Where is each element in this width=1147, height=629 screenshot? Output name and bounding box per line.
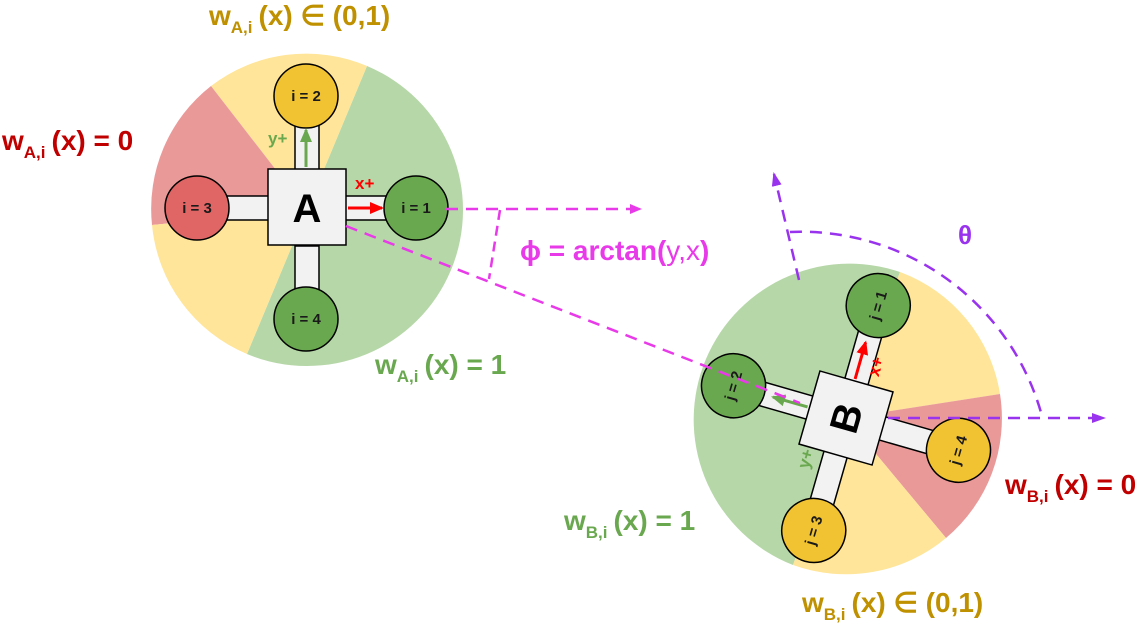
phi-label: ϕ = arctan(y,x): [520, 235, 709, 266]
theta-arc: [789, 230, 1044, 417]
robot-a-yellow-sector-bottom: [152, 210, 307, 354]
robot-a-yellow-weight-label: wA,i (x) ∈ (0,1): [208, 0, 390, 37]
robot-b-red-weight-label: wB,i (x) = 0: [1004, 469, 1136, 506]
robot-a-arm-left: [225, 195, 273, 221]
robot-b-rotated: j = 1 j = 2 j = 3 j = 4 B x+ y+: [700, 272, 992, 564]
robot-a-green-sub: A,i: [397, 367, 419, 386]
robot-a-red-expr: (x) = 0: [52, 125, 134, 156]
robot-a-center-label: A: [293, 187, 322, 231]
robot-b-yellow-sector-top: [846, 272, 1000, 418]
robot-b-y-arrow: [771, 394, 808, 409]
robot-b-x-arrow: [853, 340, 869, 380]
robot-b-node-1: [845, 272, 911, 339]
robot-b-green-expr: (x) = 1: [614, 505, 696, 536]
robot-a-red-w: w: [1, 125, 24, 156]
robot-b-green-weight-label: wB,i (x) = 1: [563, 505, 695, 542]
phi-symbol: ϕ: [520, 235, 541, 266]
phi-args: y,x: [666, 235, 700, 266]
robot-b-yellow-weight-label: wB,i (x) ∈ (0,1): [801, 587, 983, 624]
robot-b-red-w: w: [1004, 469, 1027, 500]
robot-b: j = 1 j = 2 j = 3 j = 4 B x+ y+: [693, 263, 1002, 575]
robot-a-node-3-label: i = 3: [182, 200, 212, 217]
robot-b-green-sub: B,i: [586, 523, 608, 542]
robot-b-red-expr: (x) = 0: [1055, 469, 1137, 500]
robot-a-green-w: w: [374, 349, 397, 380]
robot-a-node-2-label: i = 2: [291, 88, 321, 105]
robot-a-yellow-sub: A,i: [231, 18, 253, 37]
robot-a: i = 1 i = 2 i = 3 i = 4 A x+ y+: [151, 53, 464, 366]
robot-a-yellow-expr: (x) ∈ (0,1): [259, 0, 391, 31]
robot-b-x-label: x+: [864, 355, 888, 379]
phi-angle-marker: [487, 209, 502, 280]
robot-b-y-label: y+: [794, 447, 818, 471]
robot-a-x-label: x+: [355, 174, 374, 193]
robot-a-arm-bottom: [294, 245, 320, 293]
robot-b-red-sub: B,i: [1027, 487, 1049, 506]
phi-close: ): [700, 235, 709, 266]
phi-text: = arctan(: [541, 235, 667, 266]
a-to-b-line: [345, 224, 801, 405]
robot-b-body: [798, 370, 894, 466]
robot-b-node-4: [925, 417, 992, 483]
robot-b-node-2: [700, 353, 767, 419]
robot-b-yellow-expr: (x) ∈ (0,1): [852, 587, 984, 618]
robot-b-yellow-w: w: [801, 587, 824, 618]
robot-a-yellow-w: w: [208, 0, 231, 31]
robot-a-node-4: [273, 286, 339, 352]
robot-a-y-label: y+: [268, 129, 287, 148]
robot-a-green-weight-label: wA,i (x) = 1: [374, 349, 506, 386]
robot-b-yellow-sub: B,i: [824, 605, 846, 624]
robot-a-red-sub: A,i: [24, 143, 46, 162]
robot-b-green-w: w: [563, 505, 586, 536]
robot-a-node-1-label: i = 1: [401, 200, 431, 217]
phi-construction: [345, 204, 801, 405]
robot-b-heading-arrow: [771, 172, 801, 281]
robot-a-red-weight-label: wA,i (x) = 0: [1, 125, 133, 162]
robot-b-node-3: [781, 497, 847, 564]
theta-construction: [771, 172, 1106, 423]
robot-a-body: [267, 168, 347, 246]
robot-a-green-expr: (x) = 1: [425, 349, 507, 380]
theta-label: θ: [958, 220, 972, 250]
robot-a-node-4-label: i = 4: [291, 311, 321, 328]
robot-a-node-3: [164, 175, 230, 241]
